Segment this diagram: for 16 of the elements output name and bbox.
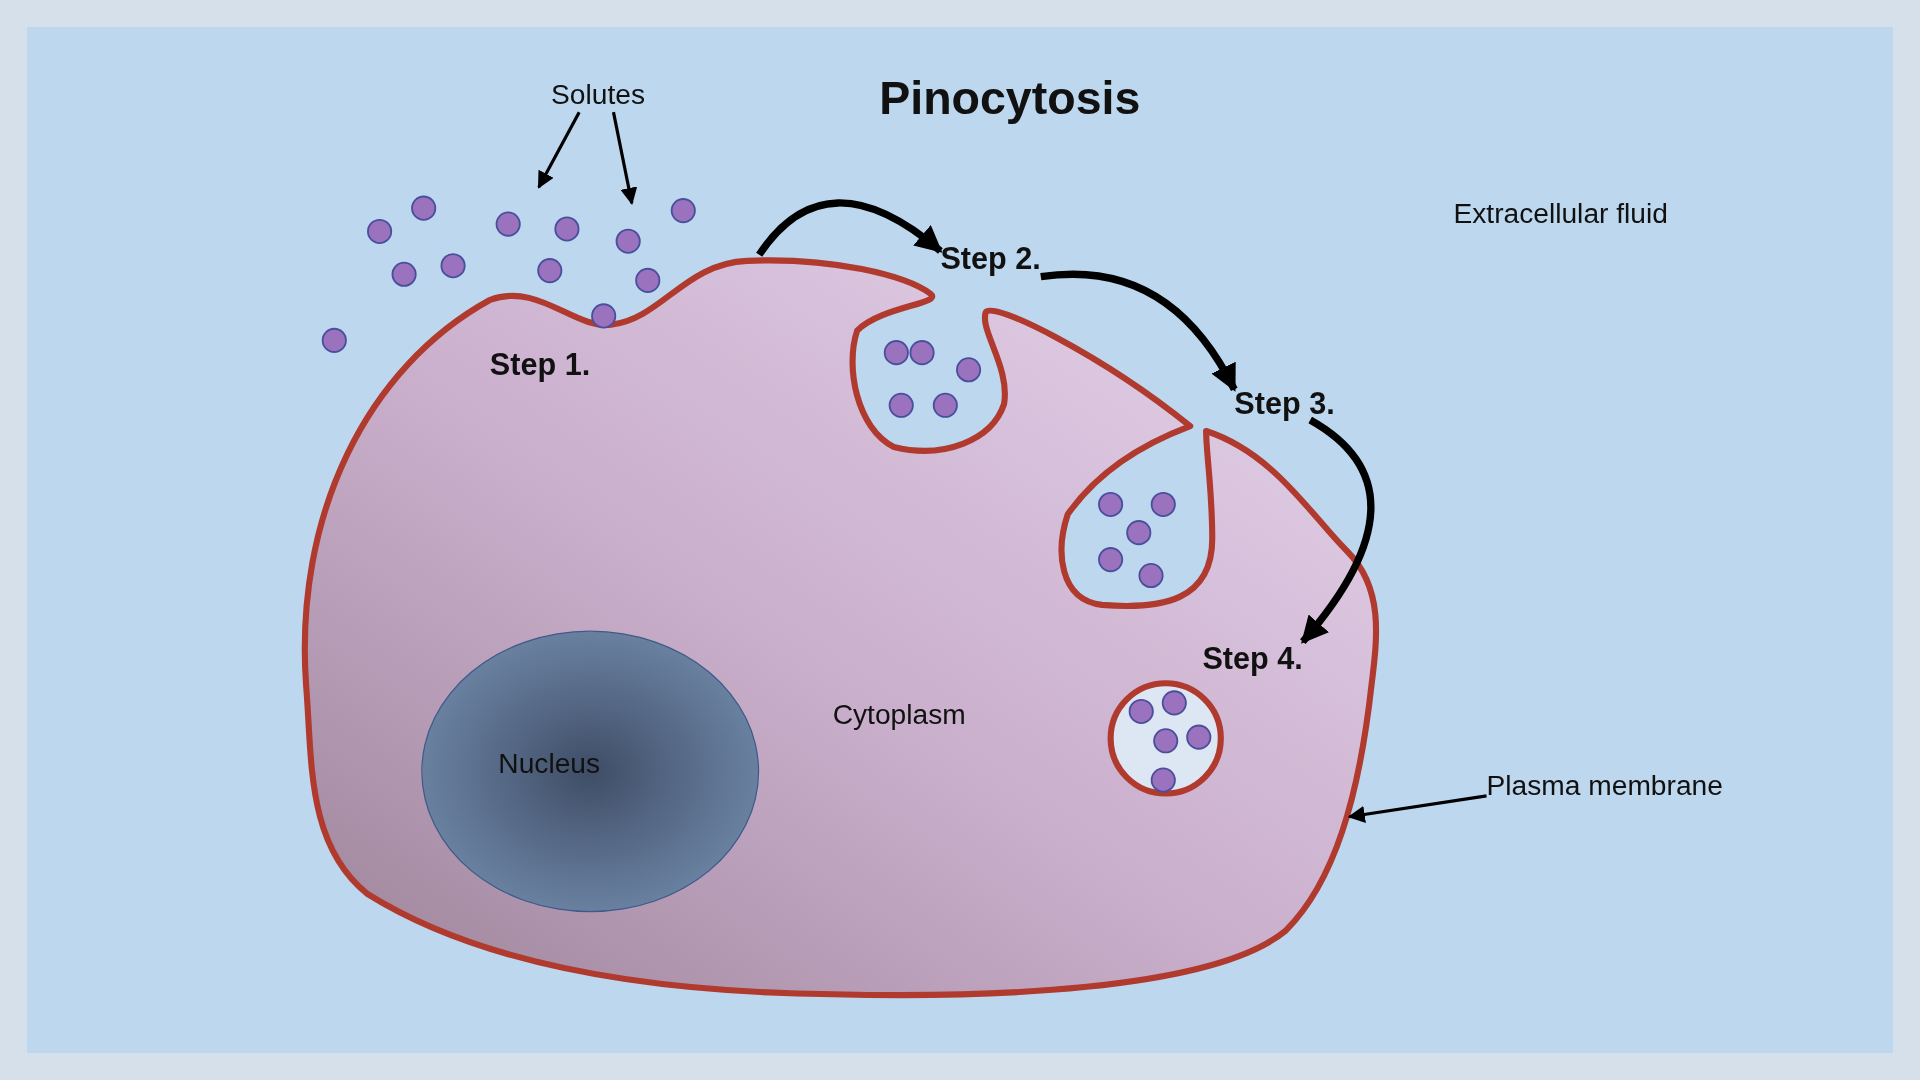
step-label: Step 3. (1234, 384, 1335, 422)
nucleus-label: Nucleus (498, 746, 601, 781)
diagram-title: Pinocytosis (879, 71, 1141, 126)
solutes-label: Solutes (551, 78, 645, 113)
step-label: Step 1. (489, 345, 591, 383)
region-label: Extracellular fluid (1453, 197, 1668, 231)
arrow (1347, 794, 1487, 823)
plasma-membrane-label: Plasma membrane (1486, 769, 1723, 803)
curved-arrow (1040, 270, 1238, 392)
curved-arrow (756, 199, 943, 257)
arrow (537, 111, 581, 189)
curved-arrow (1300, 416, 1375, 644)
cytoplasm-label: Cytoplasm (832, 697, 966, 732)
arrow (611, 111, 638, 205)
step-label: Step 4. (1202, 639, 1303, 676)
step-label: Step 2. (940, 240, 1041, 277)
